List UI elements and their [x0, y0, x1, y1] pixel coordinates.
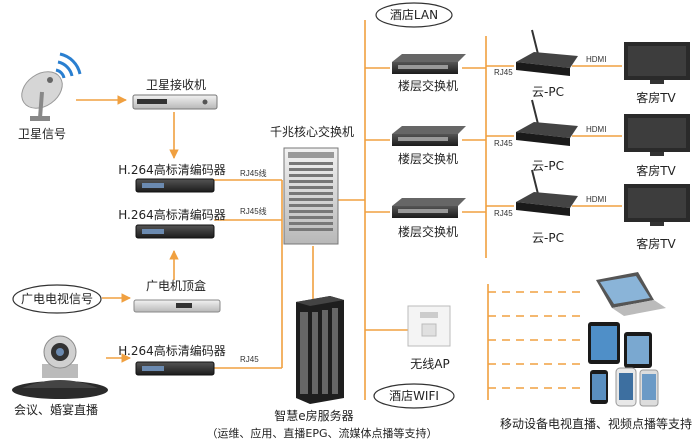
- room-tv-1-icon: [624, 42, 690, 84]
- cloud-pc-1-label: 云-PC: [532, 85, 564, 99]
- room-tv-3-icon: [624, 184, 690, 226]
- conference-label: 会议、婚宴直播: [14, 402, 98, 417]
- room-tv-3-label: 客房TV: [636, 236, 676, 251]
- conference-camera-icon: [12, 335, 108, 399]
- rj45-line-2-label: RJ45线: [240, 206, 267, 216]
- encoder-3-device: [135, 361, 215, 376]
- encoder-1-device: [135, 178, 215, 193]
- rj45-pc-3-label: RJ45: [494, 209, 513, 218]
- tablet-icon: [588, 322, 652, 368]
- wireless-ap-icon: [407, 305, 451, 347]
- server-label: 智慧e房服务器: [274, 408, 353, 423]
- hdmi-1-label: HDMI: [586, 55, 606, 64]
- floor-switch-3-device: [392, 198, 466, 218]
- cloud-pc-3-label: 云-PC: [532, 231, 564, 245]
- room-tv-2-icon: [624, 114, 690, 156]
- server-rack-icon: [296, 296, 344, 404]
- connection-lines: [76, 20, 622, 400]
- hdmi-3-label: HDMI: [586, 195, 606, 204]
- rj45-3-label: RJ45: [240, 355, 259, 364]
- cloud-pc-1-device: [516, 29, 578, 76]
- satellite-dish-icon: [21, 52, 82, 121]
- hotel-lan-label: 酒店LAN: [390, 8, 438, 22]
- encoder-3-label: H.264高标清编码器: [118, 343, 226, 358]
- room-tv-2-label: 客房TV: [636, 163, 676, 178]
- satellite-receiver-device: [132, 94, 218, 110]
- laptop-icon: [596, 272, 666, 316]
- rj45-pc-1-label: RJ45: [494, 68, 513, 77]
- hotel-wifi-label: 酒店WIFI: [389, 389, 439, 403]
- room-tv-1-label: 客房TV: [636, 90, 676, 105]
- cloud-pc-2-device: [516, 99, 578, 146]
- floor-switch-1-device: [392, 54, 466, 74]
- cable-tv-cloud: [12, 284, 102, 314]
- cable-stb-label: 广电机顶盒: [146, 278, 206, 293]
- cloud-pc-2-label: 云-PC: [532, 159, 564, 173]
- cable-tv-signal-label: 广电电视信号: [21, 291, 93, 306]
- phone-icon: [590, 367, 659, 407]
- core-switch-device: [283, 147, 339, 245]
- floor-switch-3-label: 楼层交换机: [398, 224, 458, 239]
- encoder-2-device: [135, 224, 215, 239]
- rj45-pc-2-label: RJ45: [494, 139, 513, 148]
- core-switch-label: 千兆核心交换机: [270, 124, 354, 139]
- hdmi-2-label: HDMI: [586, 125, 606, 134]
- mobile-note-label: 移动设备电视直播、视频点播等支持: [500, 416, 692, 431]
- cloud-pc-3-device: [516, 169, 578, 216]
- encoder-2-label: H.264高标清编码器: [118, 207, 226, 222]
- rj45-line-1-label: RJ45线: [240, 168, 267, 178]
- floor-switch-1-label: 楼层交换机: [398, 78, 458, 93]
- hotel-wifi-cloud: [373, 383, 455, 409]
- floor-switch-2-device: [392, 126, 466, 146]
- cable-stb-device: [133, 299, 221, 313]
- satellite-receiver-label: 卫星接收机: [146, 77, 206, 92]
- encoder-1-label: H.264高标清编码器: [118, 162, 226, 177]
- hotel-lan-cloud: [375, 2, 453, 28]
- wireless-ap-label: 无线AP: [410, 357, 449, 371]
- server-note-label: （运维、应用、直播EPG、流媒体点播等支持）: [206, 426, 437, 440]
- floor-switch-2-label: 楼层交换机: [398, 151, 458, 166]
- satellite-signal-label: 卫星信号: [18, 127, 66, 141]
- wifi-dashed-lines: [487, 284, 580, 400]
